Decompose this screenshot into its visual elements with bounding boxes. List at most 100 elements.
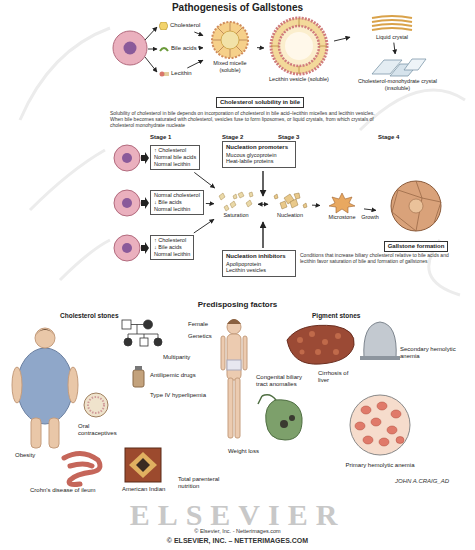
edge-label: Growth <box>360 214 380 221</box>
svg-polygon <box>136 458 150 472</box>
node-illustration <box>270 190 310 212</box>
svg-ellipse <box>363 436 373 444</box>
svg-ellipse <box>355 422 365 430</box>
svg-rect <box>133 370 144 387</box>
svg-ellipse <box>387 426 397 434</box>
svg-ellipse <box>12 367 22 403</box>
stage-drawing: Saturation <box>216 190 256 219</box>
svg-polygon <box>159 22 168 30</box>
svg-path <box>258 395 276 404</box>
node-text: Mucous glycoprotein <box>226 152 292 159</box>
svg-svg <box>210 20 250 60</box>
svg-svg <box>159 70 169 78</box>
svg-circle <box>122 153 132 163</box>
node-heading: Saturation <box>216 212 256 219</box>
svg-path <box>392 181 441 231</box>
node-heading: Nucleation <box>270 212 310 219</box>
svg-path <box>227 319 241 324</box>
node-heading: ↑ Cholesterol <box>154 147 196 154</box>
svg-path <box>164 73 169 75</box>
svg-circle <box>285 32 313 60</box>
connector-arrow <box>194 172 214 188</box>
vesicle-drawing: Lecithin vesicle (soluble) <box>266 16 332 83</box>
svg-circle <box>212 22 248 58</box>
node-text: Normal lecithin <box>154 206 200 213</box>
svg-circle <box>84 393 108 417</box>
node-illustration <box>159 45 169 53</box>
diagram-title: Pathogenesis of Gallstones <box>0 2 475 13</box>
label-text: Solubility of cholesterol in bile depend… <box>110 110 380 128</box>
micelle-drawing: Mixed micelle (soluble) <box>205 20 255 73</box>
svg-polygon <box>404 59 426 70</box>
bile-composition-box: ↑ CholesterolNormal bile acidsNormal lec… <box>150 145 200 170</box>
svg-path <box>372 16 412 30</box>
node-illustration <box>159 70 169 78</box>
svg-circle <box>333 349 339 355</box>
node-heading: Nucleation inhibitors <box>226 253 292 261</box>
svg-svg <box>269 16 329 76</box>
inhibitor-box: Nucleation inhibitorsApolipoproteinLecit… <box>222 250 296 277</box>
node-heading: Gallstone formation <box>384 241 449 252</box>
liver-cell <box>113 31 147 65</box>
svg-circle <box>113 31 147 65</box>
label-text: Stage 3 <box>278 134 299 141</box>
label-text: American Indian <box>122 486 165 493</box>
watermark: ELSEVIER <box>0 497 475 533</box>
svg-rect <box>125 448 161 482</box>
label-text: Total parenteral nutrition <box>178 476 228 490</box>
label-text: Stage 1 <box>150 134 171 141</box>
connector-arrow <box>258 204 268 205</box>
bile-composition-box: Normal cholesterol↓ Bile acidsNormal lec… <box>150 190 204 215</box>
label-text: Female <box>188 321 208 328</box>
label-text: Predisposing factors <box>0 300 475 310</box>
connector-arrow <box>206 203 214 204</box>
node-illustration <box>350 56 445 78</box>
svg-rect <box>243 336 247 370</box>
secretion-arrows <box>145 27 157 72</box>
node-heading: Cholesterol solubility in bile <box>220 99 300 106</box>
heading-box: Cholesterol solubility in bile <box>216 97 304 108</box>
svg-polygon <box>274 194 278 199</box>
svg-circle <box>335 333 341 339</box>
node-text: Normal lecithin <box>154 251 190 258</box>
svg-circle <box>35 328 55 348</box>
label-text: Genetics <box>188 333 212 340</box>
connector-arrow <box>364 209 376 210</box>
node-text: ↓ Bile acids <box>154 199 200 206</box>
label-text: Stage 2 <box>222 134 243 141</box>
svg-rect <box>122 320 131 329</box>
node-heading: Liquid crystal <box>352 34 432 41</box>
svg-polygon <box>249 192 253 197</box>
svg-svg <box>159 45 169 53</box>
svg-path <box>364 322 396 358</box>
node-text: Lecithin vesicles <box>226 267 292 274</box>
node-heading: Cholesterol <box>170 22 200 29</box>
node-heading: ↑ Cholesterol <box>154 237 190 244</box>
svg-polygon <box>294 193 300 199</box>
label-text: Cirrhosis of liver <box>318 370 358 384</box>
svg-circle <box>322 339 328 345</box>
svg-polygon <box>303 203 307 208</box>
svg-rect <box>49 418 59 448</box>
svg-ellipse <box>396 437 404 444</box>
label-text: Oral contraceptives <box>78 423 128 437</box>
gallstone-drawing: Gallstone formation <box>378 178 454 252</box>
node-heading: Cholesterol-monohydrate crystal (insolub… <box>350 78 445 91</box>
svg-circle <box>280 420 288 428</box>
label-text: Cholesterol stones <box>60 312 119 320</box>
gallbladder-drawing <box>258 395 302 440</box>
node-heading: Microstone <box>322 214 362 221</box>
svg-path <box>266 400 302 440</box>
svg-ellipse <box>17 348 73 424</box>
label-text: Conditions that increase biliary cholest… <box>300 252 450 264</box>
svg-svg <box>159 22 168 30</box>
thin-woman <box>221 319 247 438</box>
svg-ellipse <box>371 418 381 426</box>
node-illustration <box>205 20 255 60</box>
spleen-bell <box>360 322 400 360</box>
svg-path <box>141 197 149 209</box>
svg-circle <box>271 18 327 74</box>
stage-liver-cells <box>114 145 140 261</box>
node-heading: Bile acids <box>171 45 197 52</box>
liquid-crystal-drawing: Liquid crystal <box>352 14 432 41</box>
